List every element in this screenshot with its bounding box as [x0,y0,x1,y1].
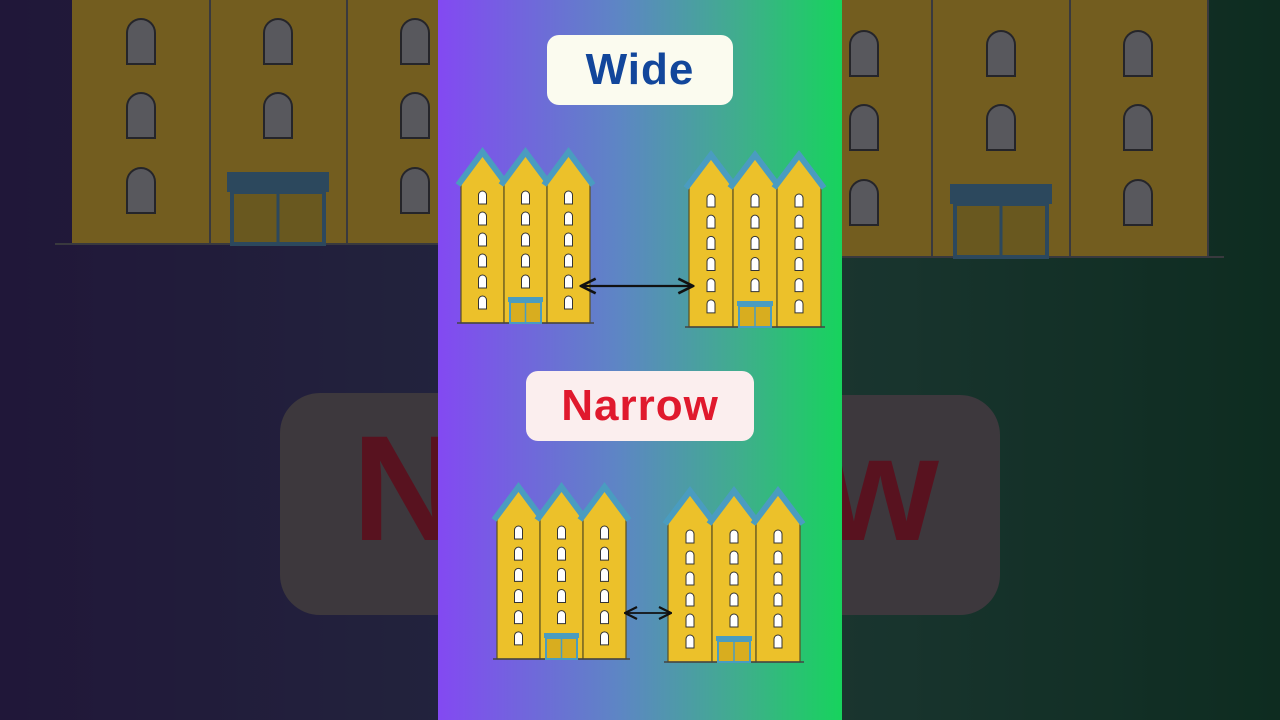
center-panel: Wide Narrow [438,0,842,720]
background-right: w [842,0,1280,720]
background-left: N [0,0,438,720]
wide-right-building [683,150,827,328]
narrow-label: Narrow [526,371,754,441]
wide-label: Wide [547,35,733,105]
buildings-scene [455,146,827,663]
narrow-right-building [662,486,806,663]
background-building-zoom-right: w [842,0,1224,615]
blurred-text-right: w [842,404,939,572]
blurred-text-left: N [352,404,438,572]
narrow-left-building [491,481,632,660]
background-building-zoom-left: N [55,0,438,615]
wide-left-building [455,146,596,324]
